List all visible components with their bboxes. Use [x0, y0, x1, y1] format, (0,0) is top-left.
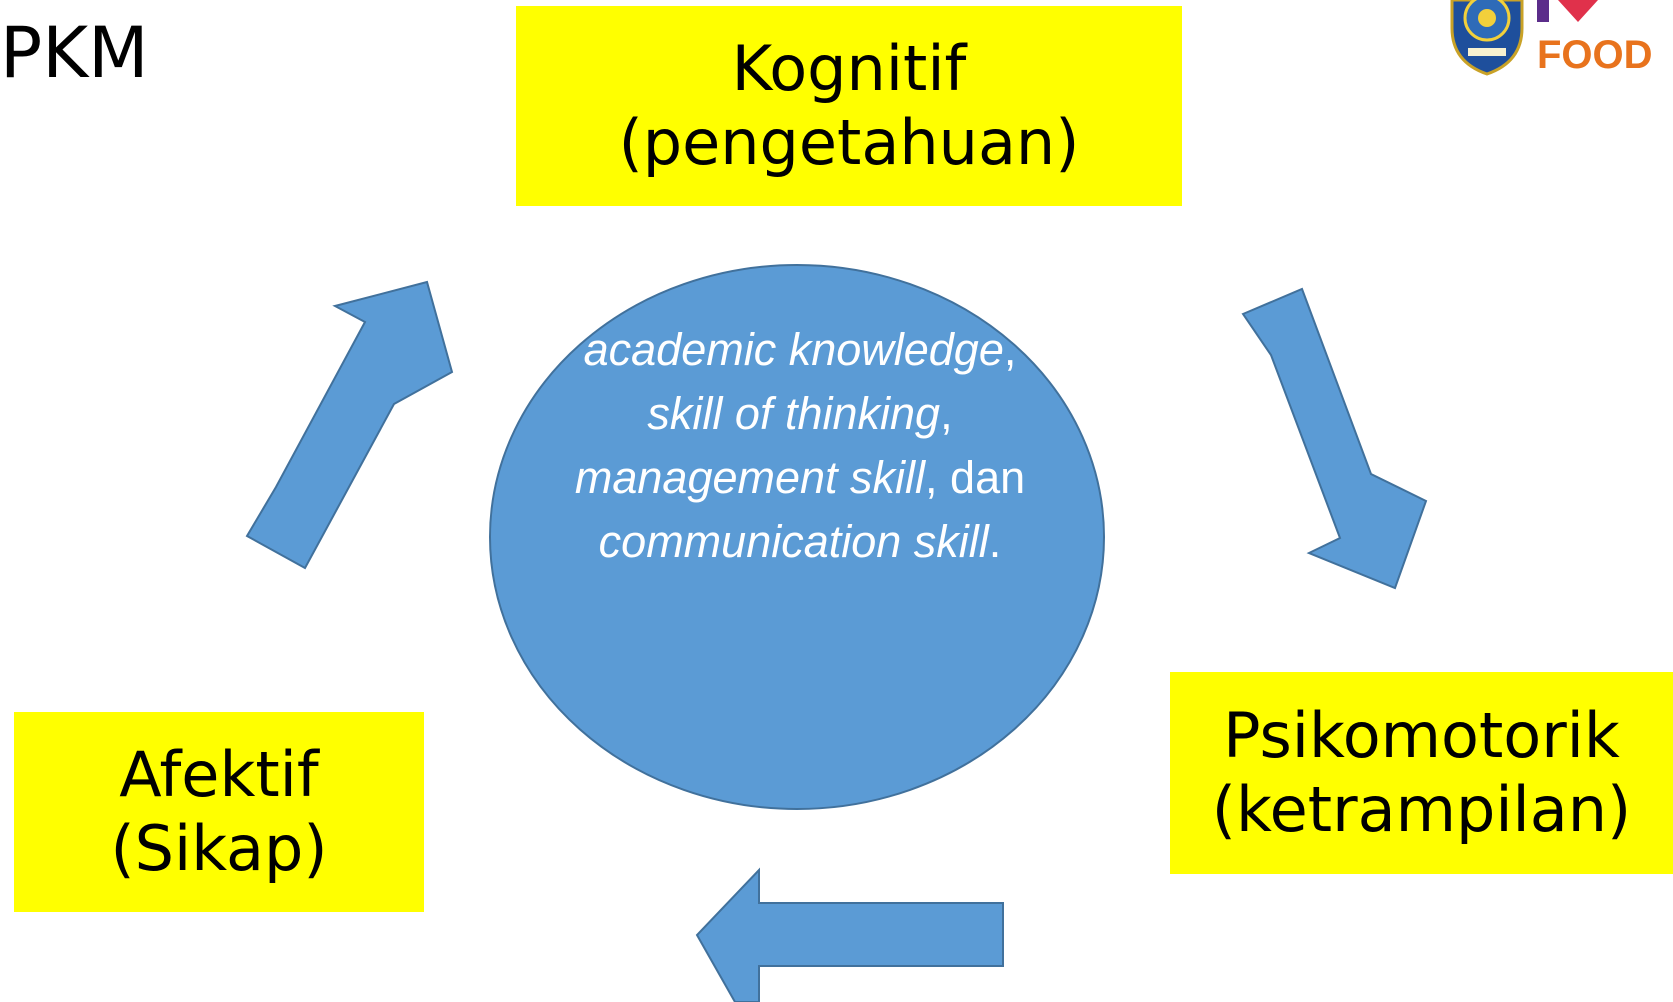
university-seal-icon: [1450, 0, 1524, 76]
center-seg-7: .: [988, 516, 1002, 567]
center-seg-0: academic knowledge: [583, 324, 1004, 375]
arrow-left: [695, 867, 1004, 1002]
box-psikomotorik-subtitle: (ketrampilan): [1211, 773, 1632, 846]
box-afektif: Afektif (Sikap): [14, 712, 424, 912]
box-kognitif: Kognitif (pengetahuan): [516, 6, 1182, 206]
heart-icon: [1558, 0, 1598, 22]
logo-food-text: FOOD: [1537, 33, 1653, 77]
arrow-up-right: [245, 280, 454, 570]
center-seg-1: ,: [1003, 324, 1017, 375]
logo: FOOD: [1450, 0, 1653, 77]
page-title: PKM: [0, 12, 149, 94]
center-seg-2: skill of thinking: [647, 388, 941, 439]
box-afektif-subtitle: (Sikap): [110, 812, 328, 885]
logo-bar-icon: [1537, 0, 1549, 22]
center-seg-3: ,: [940, 388, 953, 439]
center-seg-5: , dan: [925, 452, 1026, 503]
center-seg-4: management skill: [574, 452, 926, 503]
box-afektif-title: Afektif: [119, 737, 319, 811]
box-psikomotorik-title: Psikomotorik: [1223, 698, 1620, 772]
center-seg-6: communication skill: [598, 516, 989, 567]
box-kognitif-title: Kognitif: [731, 31, 967, 105]
center-ellipse: [489, 264, 1105, 810]
arrow-down-right: [1241, 287, 1428, 590]
box-kognitif-subtitle: (pengetahuan): [618, 106, 1080, 179]
center-text: academic knowledge, skill of thinking, m…: [560, 318, 1040, 574]
box-psikomotorik: Psikomotorik (ketrampilan): [1170, 672, 1673, 874]
